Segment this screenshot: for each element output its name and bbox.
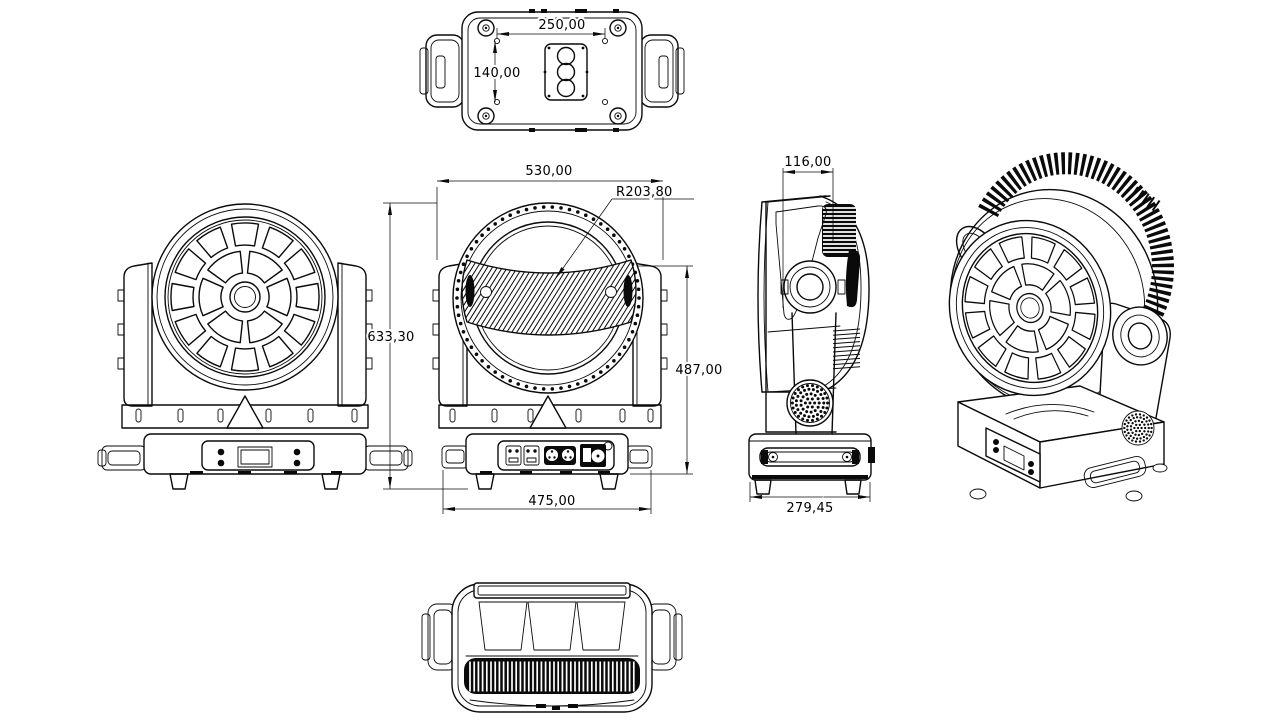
fuse-holder	[603, 441, 613, 451]
lcd-screen	[237, 446, 273, 468]
top-connector-plate	[543, 43, 589, 101]
rear-view	[432, 202, 668, 490]
led-pixel-ring	[455, 205, 641, 391]
corner-screws	[477, 19, 627, 125]
dim-arm-depth: 116,00	[784, 155, 831, 170]
dim-base-depth: 279,45	[786, 501, 833, 516]
front-view	[97, 203, 413, 490]
dim-top-plate-depth: 140,00	[473, 66, 520, 81]
dim-pivot-height: 487,00	[675, 363, 722, 378]
vent-slots-front	[135, 408, 358, 423]
dim-base-width: 475,00	[528, 494, 575, 509]
dim-overall-height: 633,30	[367, 330, 414, 345]
heatsink-fins-lower	[832, 328, 861, 370]
power-in-connector	[505, 445, 522, 466]
enter-button	[217, 459, 225, 467]
menu-button	[217, 448, 225, 456]
base-side-connector	[868, 447, 875, 463]
display-panel-front	[201, 440, 315, 471]
bee-eye-lens-front	[170, 222, 320, 372]
heatsink-fins-iso	[978, 152, 1175, 319]
side-view	[748, 195, 875, 495]
up-button	[293, 448, 301, 456]
base-handle-bar	[759, 447, 861, 467]
connector-panel	[497, 440, 615, 471]
bottom-view	[421, 582, 683, 713]
down-button	[293, 459, 301, 467]
isometric-view	[948, 152, 1175, 502]
display-panel-iso	[985, 427, 1041, 483]
surface-finish-marks	[1130, 186, 1161, 212]
top-view	[419, 9, 685, 132]
dimension-annotations: 250,00 140,00 530,00 R203,80 633,30 487,…	[365, 16, 871, 518]
dim-head-width: 530,00	[525, 164, 572, 179]
vent-slots-rear	[449, 408, 654, 423]
bee-eye-lens-iso	[964, 236, 1096, 380]
dim-lens-radius: R203,80	[616, 185, 673, 200]
head-side-handle	[845, 249, 861, 308]
dim-top-plate-width: 250,00	[538, 18, 585, 33]
power-out-connector	[523, 445, 540, 466]
tilt-hub	[783, 260, 837, 314]
base-handle-iso	[1083, 456, 1147, 488]
section-hatch-band	[461, 259, 637, 336]
